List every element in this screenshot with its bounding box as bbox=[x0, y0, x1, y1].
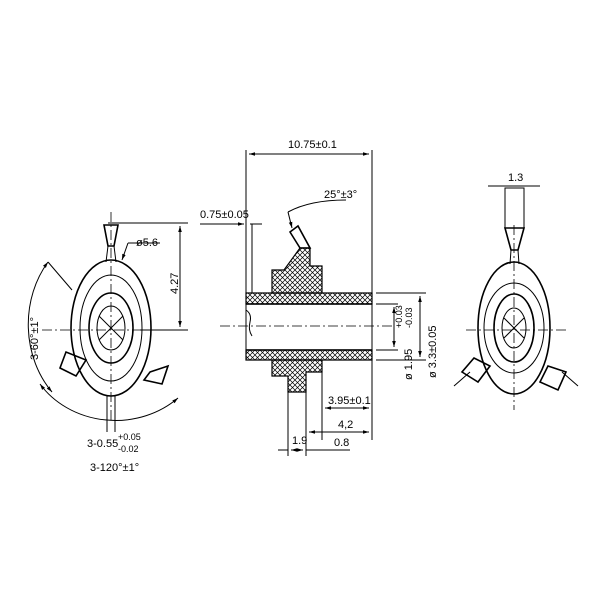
dim-outer-diameter: ø 3.3±0.05 bbox=[427, 325, 439, 378]
dim-bore-diameter: ø 1.95 bbox=[403, 349, 415, 380]
right-lower-right-tab bbox=[538, 365, 568, 392]
right-mid-ring bbox=[483, 282, 545, 374]
left-view: ø5.6 4.27 3-60°±1° 3-120°±1° 3-0.55 +0.0… bbox=[27, 212, 188, 474]
dim-bore-tol-lower: -0.03 bbox=[404, 307, 414, 328]
mid-flange-lower bbox=[271, 359, 323, 393]
dim-height-4-27: 4.27 bbox=[169, 273, 181, 294]
dim-overall-length: 10.75±0.1 bbox=[288, 139, 337, 151]
dim-slot-width: 3-0.55 bbox=[87, 438, 118, 450]
dim-length-1-9: 1.9 bbox=[292, 435, 307, 447]
dim-hub-length: 3.95±0.1 bbox=[328, 395, 371, 407]
right-bore bbox=[501, 307, 527, 349]
left-mid-ring bbox=[79, 274, 143, 382]
dim-flange-thickness: 0.75±0.05 bbox=[200, 209, 249, 221]
dim-slot-tol-lower: -0.02 bbox=[118, 444, 139, 454]
right-lower-left-tab bbox=[460, 357, 492, 384]
right-top-tab bbox=[504, 187, 525, 229]
dim-angle-3-120: 3-120°±1° bbox=[90, 462, 139, 474]
dim-length-0-8: 0.8 bbox=[334, 437, 349, 449]
right-inner-ring bbox=[493, 293, 535, 363]
mid-tube-upper-wall bbox=[245, 292, 373, 305]
dim-bore-tol-upper: +0.03 bbox=[394, 305, 404, 328]
dim-slot-tol-upper: +0.05 bbox=[118, 432, 141, 442]
mid-flange-upper bbox=[271, 247, 323, 294]
dim-tab-width: 1.3 bbox=[508, 172, 523, 184]
dim-angle-25: 25°±3° bbox=[324, 189, 357, 201]
dim-length-4-2: 4,2 bbox=[338, 419, 353, 431]
dim-diameter-5-6: ø5.6 bbox=[136, 237, 158, 249]
mid-tube-lower-wall bbox=[245, 349, 373, 361]
left-inner-ring bbox=[88, 292, 134, 364]
right-outer-ring bbox=[477, 261, 551, 395]
left-lower-left-tab bbox=[58, 350, 88, 378]
left-bore bbox=[96, 305, 126, 351]
dim-angle-3-60: 3-60°±1° bbox=[29, 317, 41, 360]
mid-angled-tab bbox=[288, 224, 312, 249]
right-view: 1.3 bbox=[453, 172, 579, 410]
left-lower-right-tab bbox=[142, 364, 170, 385]
middle-section-view: 10.75±0.1 25°±3° 0.75±0.05 ø 1.95 +0.03 … bbox=[200, 139, 439, 456]
